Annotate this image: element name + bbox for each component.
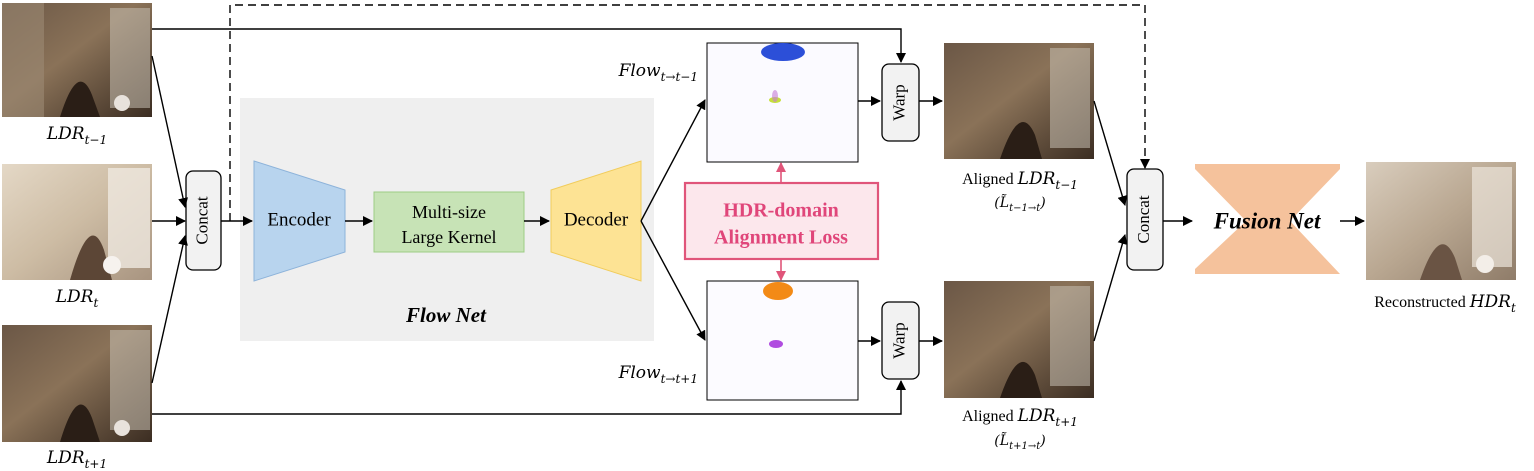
label-ldr-cur-sub: t <box>93 296 98 310</box>
concat-input-label: Concat <box>192 196 211 244</box>
large-kernel-block: Multi-size Large Kernel <box>373 191 525 253</box>
arrow-aligned-next-to-concat <box>1093 234 1128 342</box>
label-flow-prev: Flowt→t−1 <box>618 61 698 84</box>
label-aligned-prev-sub: t−1 <box>1055 178 1078 192</box>
label-ldr-next: LDRt+1 <box>46 448 107 471</box>
label-output-main: HDR <box>1469 292 1511 312</box>
output-image <box>1366 162 1516 280</box>
concat-fusion-label: Concat <box>1134 195 1153 243</box>
input-image-next <box>2 325 152 442</box>
formula-aligned-prev-sub: t−1→t <box>1009 203 1041 214</box>
concat-block-input: Concat <box>185 170 222 271</box>
flow-net-title: Flow Net <box>405 303 487 327</box>
label-output-prefix: Reconstructed <box>1374 294 1470 311</box>
label-flow-next-main: Flow <box>618 363 661 383</box>
warp-block-prev: Warp <box>881 63 920 142</box>
encoder-label: Encoder <box>267 209 331 230</box>
label-ldr-cur: LDRt <box>55 287 99 310</box>
label-aligned-next-prefix: Aligned <box>962 408 1018 425</box>
arrow-next-to-concat <box>151 235 188 384</box>
formula-aligned-next-close: ) <box>1039 433 1045 449</box>
decoder-label: Decoder <box>564 209 629 230</box>
kernel-label-line1: Multi-size <box>412 202 486 222</box>
label-output: Reconstructed HDRt <box>1374 292 1516 315</box>
kernel-label-line2: Large Kernel <box>401 227 496 247</box>
alignment-loss-block: HDR-domain Alignment Loss <box>683 181 880 261</box>
formula-aligned-prev-main: (L̃ <box>994 193 1009 211</box>
arrow-decoder-to-flow-prev <box>640 99 706 222</box>
aligned-image-prev <box>944 43 1094 159</box>
label-flow-next: Flowt→t+1 <box>618 363 698 386</box>
aligned-image-next <box>944 281 1094 398</box>
warp-next-label: Warp <box>889 322 908 358</box>
warp-prev-label: Warp <box>889 84 908 120</box>
loss-label-line1: HDR-domain <box>723 200 839 222</box>
arrow-decoder-to-flow-next <box>640 220 706 341</box>
label-flow-prev-main: Flow <box>618 61 661 81</box>
arrow-aligned-prev-to-concat <box>1093 100 1128 206</box>
formula-aligned-prev-close: ) <box>1039 195 1045 211</box>
label-aligned-next-main: LDR <box>1017 406 1056 426</box>
label-ldr-prev: LDRt−1 <box>46 124 107 147</box>
formula-aligned-prev: (L̃t−1→t) <box>994 193 1045 214</box>
arrow-ldr-prev-to-warp <box>152 28 906 63</box>
flow-image-prev <box>706 42 859 163</box>
label-ldr-prev-sub: t−1 <box>85 133 108 147</box>
loss-label-line2: Alignment Loss <box>714 227 848 249</box>
fusion-net-label: Fusion Net <box>1213 208 1321 233</box>
label-ldr-cur-main: LDR <box>55 287 94 307</box>
formula-aligned-next-sub: t+1→t <box>1009 441 1041 452</box>
arrow-ldr-next-to-warp <box>152 380 906 415</box>
decoder-block: Decoder <box>550 160 642 282</box>
label-ldr-next-main: LDR <box>46 448 85 468</box>
warp-block-next: Warp <box>881 301 920 380</box>
input-image-cur <box>2 164 152 280</box>
formula-aligned-next: (L̃t+1→t) <box>994 431 1045 452</box>
label-ldr-prev-main: LDR <box>46 124 85 144</box>
label-output-sub: t <box>1511 301 1516 315</box>
label-aligned-prev-prefix: Aligned <box>962 171 1018 188</box>
label-aligned-prev: Aligned LDRt−1 <box>962 169 1078 192</box>
concat-block-fusion: Concat <box>1126 168 1164 271</box>
dashed-skip-connection <box>229 4 1150 221</box>
label-flow-next-sub: t→t+1 <box>661 372 698 386</box>
flow-image-next <box>706 280 859 401</box>
label-ldr-next-sub: t+1 <box>85 457 108 471</box>
label-aligned-next: Aligned LDRt+1 <box>962 406 1078 429</box>
formula-aligned-next-main: (L̃ <box>994 431 1009 449</box>
label-aligned-next-sub: t+1 <box>1055 415 1078 429</box>
arrow-prev-to-concat <box>151 55 188 208</box>
label-aligned-prev-main: LDR <box>1017 169 1056 189</box>
encoder-block: Encoder <box>253 160 346 282</box>
fusion-net-block: Fusion Net <box>1195 164 1340 274</box>
input-image-prev <box>2 3 152 117</box>
label-flow-prev-sub: t→t−1 <box>661 70 698 84</box>
